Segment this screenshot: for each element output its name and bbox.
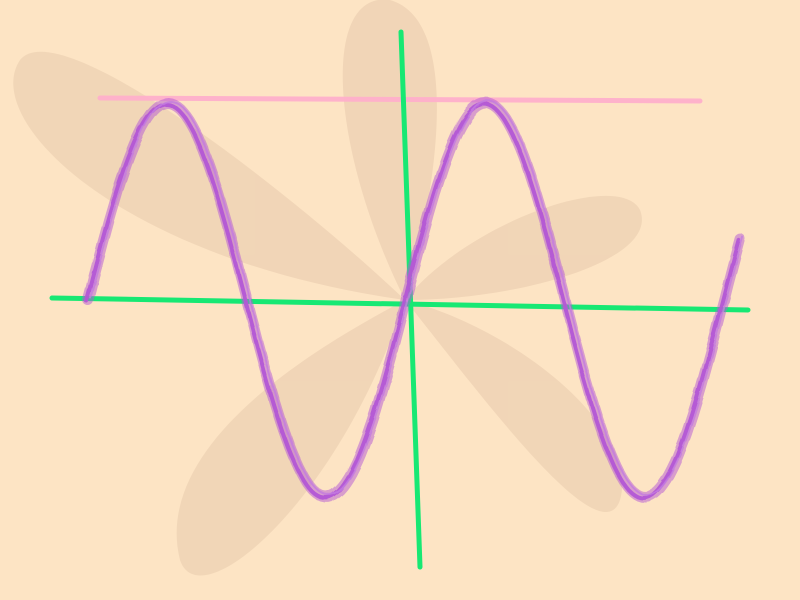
- petal-right: [405, 195, 642, 300]
- petal-bottom-right: [405, 300, 623, 513]
- sine-wave-echo: [89, 99, 744, 497]
- sine-wave: [82, 97, 746, 503]
- petal-top: [342, 0, 437, 300]
- sine-wave-stroke: [84, 101, 741, 501]
- background-petals: [13, 0, 642, 576]
- amplitude-reference-line: [97, 95, 703, 104]
